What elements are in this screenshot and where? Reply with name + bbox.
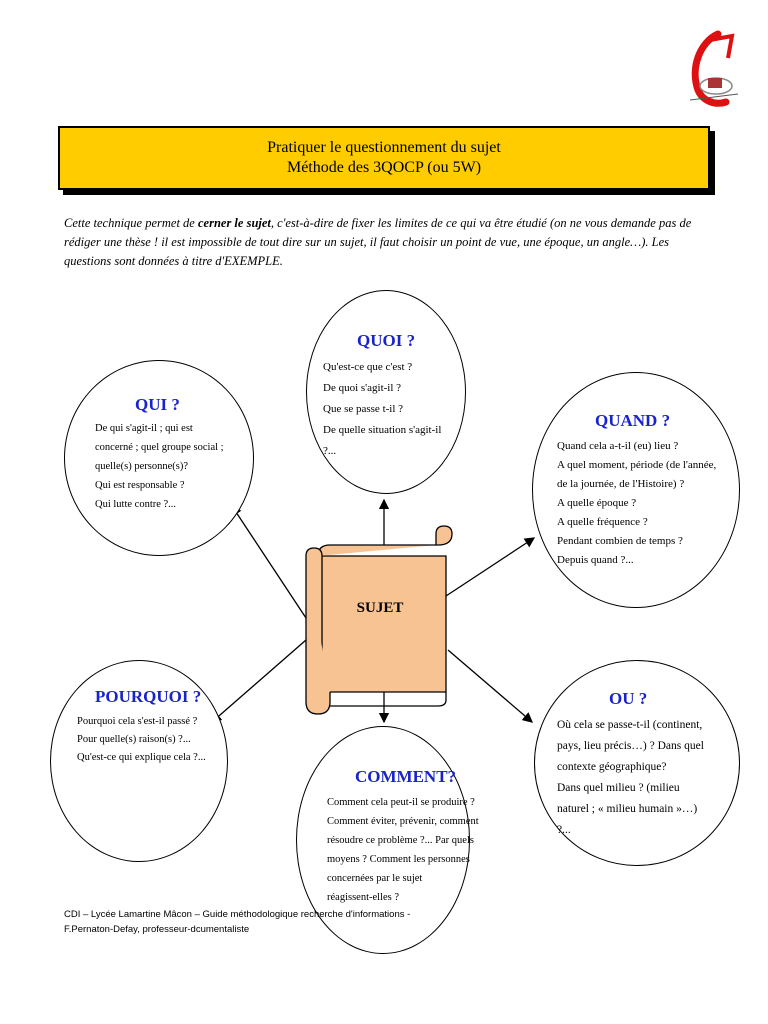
footer-line: CDI – Lycée Lamartine Mâcon – Guide méth… xyxy=(64,907,324,922)
question-line: Pourquoi cela s'est-il passé ? xyxy=(77,713,206,731)
question-line: contexte géographique? xyxy=(557,757,704,778)
question-line: Qu'est-ce qui explique cela ?... xyxy=(77,749,206,767)
question-line: Comment cela peut-il se produire ? xyxy=(327,793,479,812)
question-line: Pour quelle(s) raison(s) ?... xyxy=(77,731,206,749)
bubble-quoi-questions: Qu'est-ce que c'est ? De quoi s'agit-il … xyxy=(323,357,441,462)
question-line: ?... xyxy=(323,441,441,462)
bubble-pourquoi: POURQUOI ? Pourquoi cela s'est-il passé … xyxy=(50,660,228,862)
question-line: A quelle époque ? xyxy=(557,494,716,513)
question-line: De qui s'agit-il ; qui est xyxy=(95,419,224,438)
bubble-pourquoi-questions: Pourquoi cela s'est-il passé ? Pour quel… xyxy=(77,713,206,767)
arrow-to-pourquoi xyxy=(212,640,306,722)
arrow-to-qui xyxy=(232,506,306,618)
question-line: De quelle situation s'agit-il xyxy=(323,420,441,441)
question-line: quelle(s) personne(s)? xyxy=(95,457,224,476)
question-line: réagissent-elles ? xyxy=(327,888,479,907)
bubble-qui-questions: De qui s'agit-il ; qui est concerné ; qu… xyxy=(95,419,224,514)
question-line: A quel moment, période (de l'année, xyxy=(557,456,716,475)
bubble-ou: OU ? Où cela se passe-t-il (continent, p… xyxy=(534,660,740,866)
question-line: Comment éviter, prévenir, comment xyxy=(327,812,479,831)
question-line: naturel ; « milieu humain »…) xyxy=(557,799,704,820)
footer-credits: CDI – Lycée Lamartine Mâcon – Guide méth… xyxy=(64,907,324,937)
question-line: Qui lutte contre ?... xyxy=(95,495,224,514)
question-line: ?... xyxy=(557,820,704,841)
question-line: concernées par le sujet xyxy=(327,869,479,888)
bubble-comment-heading: COMMENT? xyxy=(355,767,456,787)
question-line: résoudre ce problème ?... Par quels xyxy=(327,831,479,850)
question-line: pays, lieu précis…) ? Dans quel xyxy=(557,736,704,757)
bubble-quand: QUAND ? Quand cela a-t-il (eu) lieu ? A … xyxy=(532,372,740,608)
question-line: Qu'est-ce que c'est ? xyxy=(323,357,441,378)
bubble-ou-heading: OU ? xyxy=(609,689,647,709)
arrow-to-ou xyxy=(448,650,532,722)
question-line: concerné ; quel groupe social ; xyxy=(95,438,224,457)
question-line: Pendant combien de temps ? xyxy=(557,532,716,551)
question-line: Où cela se passe-t-il (continent, xyxy=(557,715,704,736)
question-line: Que se passe t-il ? xyxy=(323,399,441,420)
question-line: moyens ? Comment les personnes xyxy=(327,850,479,869)
bubble-quand-questions: Quand cela a-t-il (eu) lieu ? A quel mom… xyxy=(557,437,716,570)
question-line: Dans quel milieu ? (milieu xyxy=(557,778,704,799)
bubble-comment-questions: Comment cela peut-il se produire ? Comme… xyxy=(327,793,479,907)
bubble-qui-heading: QUI ? xyxy=(135,395,180,415)
arrow-to-quand xyxy=(446,538,534,596)
footer-line: F.Pernaton-Defay, professeur-dcumentalis… xyxy=(64,922,324,937)
bubble-ou-questions: Où cela se passe-t-il (continent, pays, … xyxy=(557,715,704,841)
bubble-quoi: QUOI ? Qu'est-ce que c'est ? De quoi s'a… xyxy=(306,290,466,494)
bubble-qui: QUI ? De qui s'agit-il ; qui est concern… xyxy=(64,360,254,556)
question-line: Quand cela a-t-il (eu) lieu ? xyxy=(557,437,716,456)
bubble-pourquoi-heading: POURQUOI ? xyxy=(95,687,201,707)
question-line: de la journée, de l'Histoire) ? xyxy=(557,475,716,494)
bubble-quoi-heading: QUOI ? xyxy=(357,331,415,351)
question-line: Qui est responsable ? xyxy=(95,476,224,495)
scroll-shape xyxy=(306,526,452,714)
bubble-quand-heading: QUAND ? xyxy=(595,411,670,431)
question-line: De quoi s'agit-il ? xyxy=(323,378,441,399)
question-line: Depuis quand ?... xyxy=(557,551,716,570)
question-line: A quelle fréquence ? xyxy=(557,513,716,532)
center-subject-label: SUJET xyxy=(330,600,430,617)
